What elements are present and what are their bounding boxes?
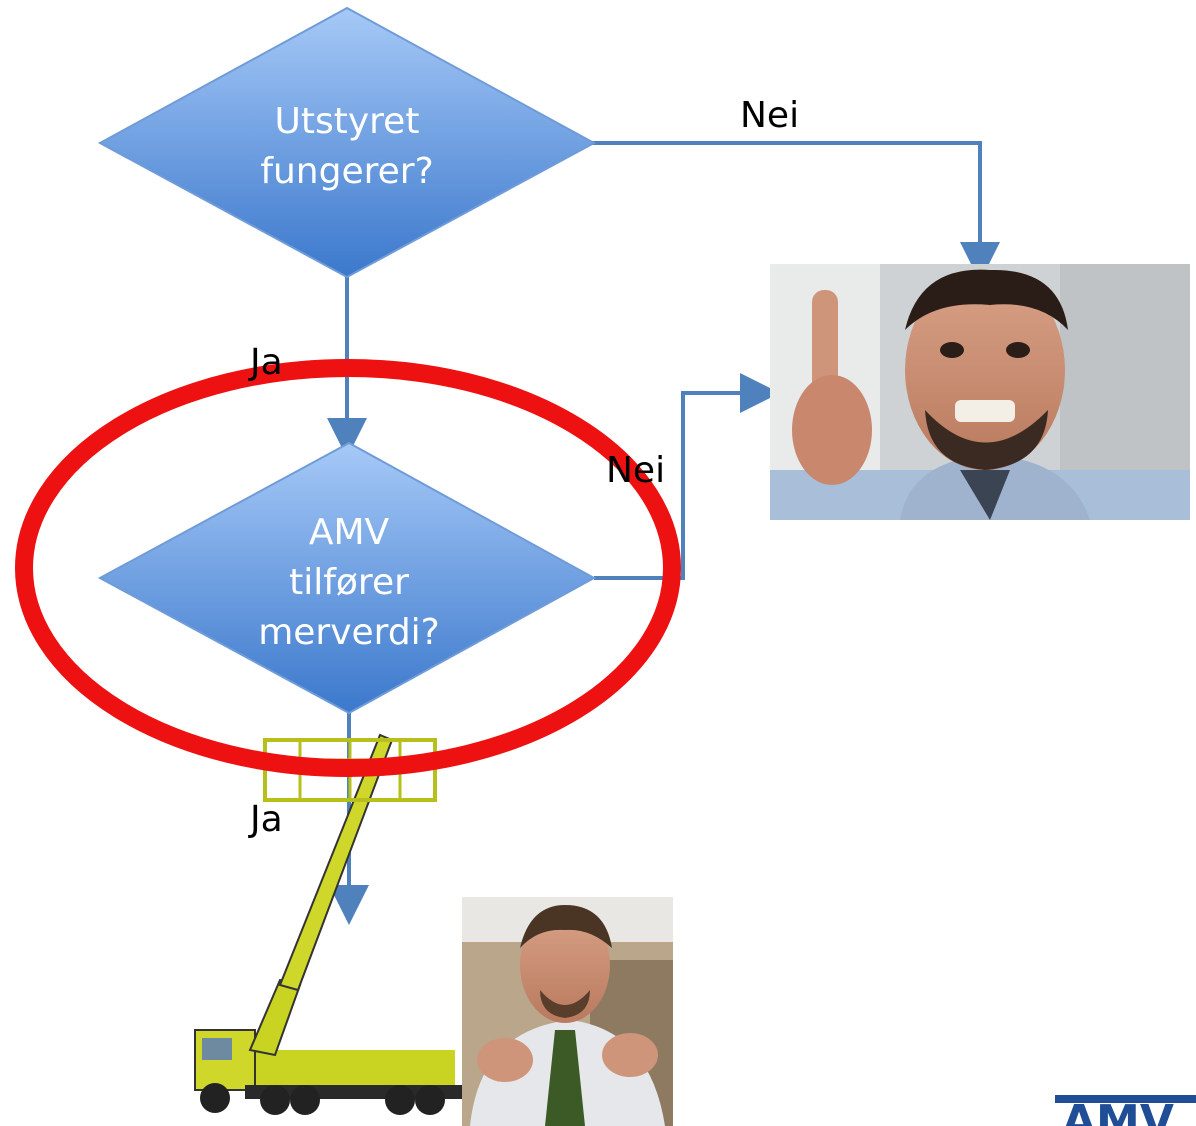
photo-crane-truck xyxy=(194,733,465,1115)
highlight-ellipse xyxy=(15,359,681,777)
decision-1-label: Utstyret fungerer? xyxy=(260,101,434,192)
decision-2-label: AMV tilfører merverdi? xyxy=(258,512,440,653)
arrow-d2-nei xyxy=(594,373,780,580)
edge-label-nei-1: Nei xyxy=(740,95,800,136)
decision-diamond-2 xyxy=(97,441,597,715)
amv-logo xyxy=(1055,1095,1196,1103)
photo-angry-man xyxy=(770,264,1190,520)
edge-label-ja-1: Ja xyxy=(250,342,283,383)
arrow-d1-nei xyxy=(592,141,1000,282)
edge-label-nei-2: Nei xyxy=(606,450,666,491)
amv-logo-text: AMV xyxy=(1062,1100,1174,1126)
photo-gesturing-man xyxy=(462,897,673,1126)
decision-diamond-1 xyxy=(97,6,597,279)
edge-label-ja-2: Ja xyxy=(250,799,283,840)
